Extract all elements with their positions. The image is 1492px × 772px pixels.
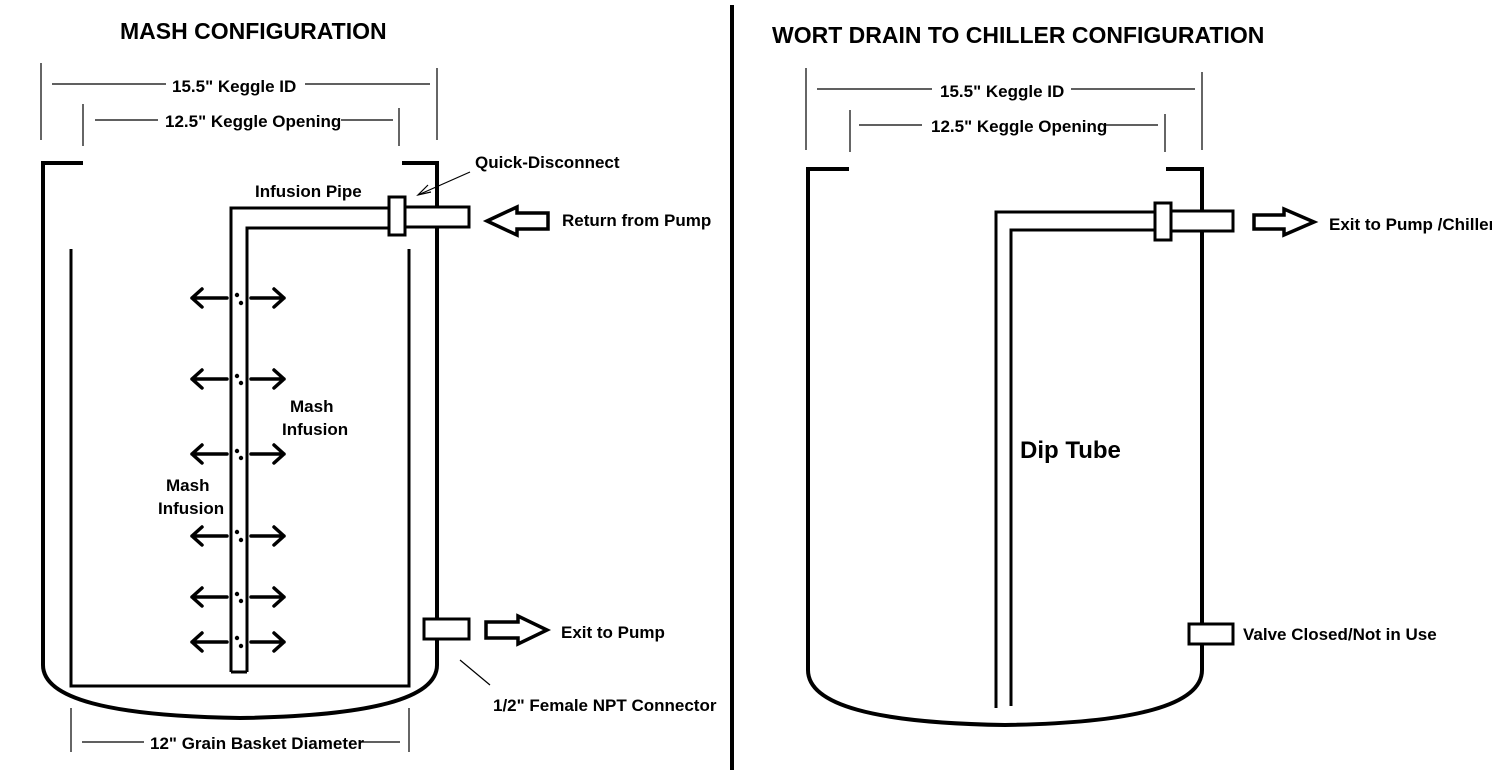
mash-infusion-right-line2: Infusion <box>282 420 348 439</box>
quick-disconnect-leader <box>417 171 471 196</box>
flow-row <box>190 443 286 465</box>
npt-connector-leader <box>459 659 491 686</box>
wort-keggle-body <box>806 167 1204 728</box>
dip-tube-inner <box>1009 228 1156 706</box>
wort-title: WORT DRAIN TO CHILLER CONFIGURATION <box>772 22 1264 48</box>
infusion-pipe-label: Infusion Pipe <box>255 182 362 201</box>
right-arrow-icon <box>249 443 286 465</box>
left-arrow-icon <box>190 631 229 653</box>
mash-title: MASH CONFIGURATION <box>120 18 387 44</box>
return-block-arrow-icon <box>482 204 550 238</box>
grain-basket <box>69 249 411 688</box>
dip-tube <box>994 210 1156 708</box>
left-arrow-icon <box>190 287 229 309</box>
flow-row <box>190 287 286 309</box>
npt-connector-label: 1/2" Female NPT Connector <box>493 696 717 715</box>
infusion-flow-arrows <box>190 287 286 653</box>
exit-to-pump-label: Exit to Pump <box>561 623 665 642</box>
right-arrow-icon <box>249 525 286 547</box>
left-arrow-icon <box>190 586 229 608</box>
exit-to-pump-chiller-label: Exit to Pump /Chiller <box>1329 215 1492 234</box>
grain-basket-dimension: 12" Grain Basket Diameter <box>70 708 410 753</box>
mash-infusion-right-line1: Mash <box>290 397 333 416</box>
wort-quick-disconnect <box>1153 201 1173 242</box>
flow-row <box>190 368 286 390</box>
wort-quick-disconnect-stub <box>1169 209 1235 233</box>
quick-disconnect-label: Quick-Disconnect <box>475 153 620 172</box>
grain-basket-label: 12" Grain Basket Diameter <box>150 734 364 753</box>
mash-infusion-left-line1: Mash <box>166 476 209 495</box>
left-arrow-icon <box>190 525 229 547</box>
infusion-pipe <box>229 206 390 672</box>
quick-disconnect-stub <box>403 205 471 229</box>
wort-exit-block-arrow-icon <box>1252 206 1319 238</box>
wort-keggle-id-label: 15.5" Keggle ID <box>940 82 1064 101</box>
mash-keggle-opening-label: 12.5" Keggle Opening <box>165 112 341 131</box>
npt-connector <box>422 617 471 641</box>
quick-disconnect <box>387 195 407 237</box>
mash-keggle-body <box>41 161 439 721</box>
flow-row <box>190 525 286 547</box>
infusion-pipe-inner <box>245 226 390 672</box>
right-arrow-icon <box>249 287 286 309</box>
mash-infusion-left-line2: Infusion <box>158 499 224 518</box>
left-arrow-icon <box>190 443 229 465</box>
flow-row <box>190 631 286 653</box>
wort-keggle-opening-label: 12.5" Keggle Opening <box>931 117 1107 136</box>
right-arrow-icon <box>249 586 286 608</box>
mash-keggle-opening-dimension: 12.5" Keggle Opening <box>82 104 400 146</box>
dip-tube-label: Dip Tube <box>1020 437 1121 464</box>
wort-valve <box>1187 622 1235 646</box>
wort-keggle-id-dimension: 15.5" Keggle ID <box>805 68 1203 150</box>
mash-keggle-id-label: 15.5" Keggle ID <box>172 77 296 96</box>
exit-block-arrow-icon <box>484 613 552 647</box>
wort-keggle-opening-dimension: 12.5" Keggle Opening <box>849 110 1166 152</box>
valve-closed-label: Valve Closed/Not in Use <box>1243 625 1437 644</box>
quick-disconnect-leader-head <box>416 184 432 197</box>
left-arrow-icon <box>190 368 229 390</box>
right-arrow-icon <box>249 368 286 390</box>
mash-keggle-id-dimension: 15.5" Keggle ID <box>40 63 438 140</box>
return-from-pump-label: Return from Pump <box>562 211 711 230</box>
right-arrow-icon <box>249 631 286 653</box>
flow-row <box>190 586 286 608</box>
